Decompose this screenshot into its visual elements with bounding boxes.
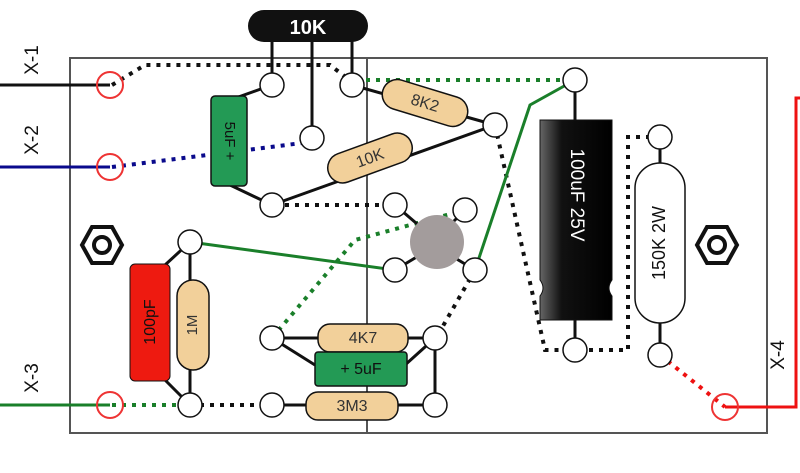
capacitor-100pf[interactable] bbox=[129, 263, 171, 382]
capacitor-5uf-bottom[interactable] bbox=[314, 351, 408, 387]
capacitor-100uf[interactable] bbox=[539, 119, 613, 321]
pad-x3[interactable] bbox=[96, 391, 124, 419]
external-pads[interactable] bbox=[96, 71, 739, 421]
cap-5uf-bottom-label: + 5uF bbox=[340, 361, 382, 378]
link-red bbox=[658, 353, 727, 409]
link-blue bbox=[111, 140, 311, 169]
cap-100pf-label: 100pF bbox=[142, 299, 159, 345]
link-transistor-black bbox=[433, 269, 477, 341]
r-1m-label: 1M bbox=[184, 315, 201, 336]
label-x4: X-4 bbox=[768, 340, 789, 370]
mounting-nut-left bbox=[79, 225, 125, 265]
pad-x4[interactable] bbox=[711, 393, 739, 421]
link-green-diag bbox=[270, 208, 466, 340]
resistor-1m[interactable] bbox=[176, 279, 210, 371]
transistor[interactable] bbox=[410, 215, 464, 269]
mounting-nut-right bbox=[694, 225, 740, 265]
label-x2: X-2 bbox=[22, 125, 43, 155]
pot-label: 10K bbox=[290, 17, 327, 39]
jumper-green-2 bbox=[473, 78, 576, 271]
pads bbox=[177, 67, 673, 418]
resistor-150k-2w[interactable] bbox=[634, 162, 686, 324]
potentiometer-10k[interactable] bbox=[248, 10, 368, 42]
wire-x4 bbox=[725, 96, 800, 409]
r-3m3-label: 3M3 bbox=[336, 398, 367, 415]
resistor-10k[interactable]: 10K bbox=[324, 129, 417, 187]
pad-x1[interactable] bbox=[96, 71, 124, 99]
r-4k7-label: 4K7 bbox=[349, 330, 378, 347]
capacitor-5uf-top[interactable] bbox=[210, 95, 248, 187]
cap-5uf-top-label: 5uF + bbox=[221, 122, 238, 161]
board-outline-right bbox=[69, 57, 768, 434]
cap-100uf-label: 100uF 25V bbox=[566, 149, 587, 242]
jumper-green-1 bbox=[189, 240, 396, 272]
pad-x2[interactable] bbox=[96, 153, 124, 181]
label-x3: X-3 bbox=[22, 363, 43, 393]
label-x1: X-1 bbox=[22, 45, 43, 75]
r-150k-label: 150K 2W bbox=[649, 206, 669, 280]
link-top-black bbox=[110, 63, 354, 87]
resistor-8k2[interactable]: 8K2 bbox=[379, 76, 472, 130]
resistor-3m3[interactable] bbox=[305, 391, 399, 421]
